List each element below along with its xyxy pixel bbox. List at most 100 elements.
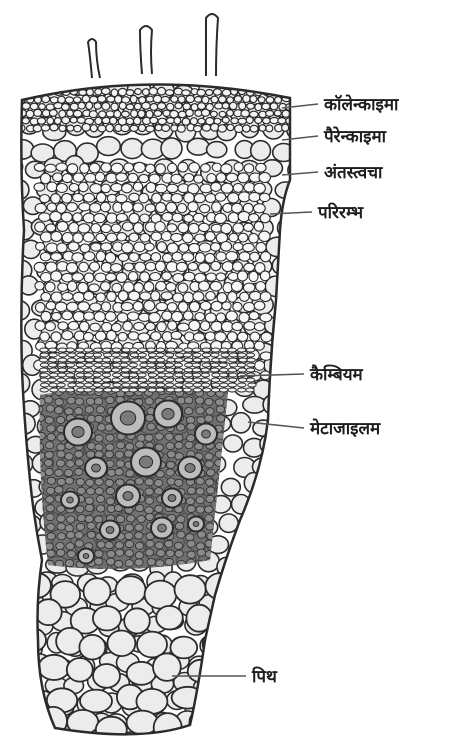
cell	[28, 736, 50, 751]
cell	[151, 253, 161, 262]
cell	[70, 117, 77, 123]
cell	[194, 97, 201, 103]
cell	[201, 358, 209, 362]
cell	[255, 117, 262, 123]
cell	[45, 417, 53, 424]
cell	[140, 214, 150, 223]
cell	[57, 221, 68, 231]
cell	[223, 435, 242, 452]
cell	[55, 407, 63, 414]
cell	[179, 244, 189, 253]
cell	[96, 495, 104, 502]
cell	[84, 312, 95, 320]
cell	[221, 353, 229, 357]
cell	[259, 173, 270, 183]
cell	[65, 525, 73, 532]
cell	[147, 348, 155, 352]
cell	[138, 333, 150, 341]
cell	[102, 373, 110, 377]
cell	[274, 575, 295, 591]
cell	[84, 193, 95, 202]
cell	[286, 715, 305, 731]
cell	[135, 89, 142, 95]
cell	[121, 125, 129, 132]
cell	[194, 126, 202, 132]
cell	[184, 214, 194, 222]
cell	[97, 424, 105, 431]
cell	[211, 243, 221, 251]
cell	[175, 575, 206, 603]
cell	[246, 117, 253, 124]
cell	[144, 282, 154, 292]
cell	[75, 468, 83, 475]
cell	[97, 137, 121, 156]
cell	[155, 505, 163, 512]
cell	[46, 505, 54, 512]
cell	[150, 104, 158, 111]
cell	[199, 281, 210, 291]
cell	[206, 479, 214, 486]
cell	[2, 158, 22, 176]
cell	[134, 117, 141, 124]
cell	[254, 183, 266, 193]
cell	[235, 125, 243, 133]
cell	[13, 117, 21, 124]
cell	[288, 556, 309, 576]
cell	[216, 406, 224, 413]
cell	[0, 201, 17, 217]
cell	[282, 278, 305, 295]
cell	[166, 550, 174, 557]
cell	[106, 498, 114, 505]
cell	[146, 513, 154, 520]
cell	[220, 383, 228, 387]
cell	[58, 358, 66, 362]
cell	[95, 117, 102, 124]
cell	[207, 174, 216, 183]
cell	[196, 397, 204, 404]
cell	[152, 193, 162, 203]
cell	[157, 242, 167, 252]
cell	[217, 415, 225, 422]
cell	[215, 213, 227, 223]
cell	[121, 388, 129, 392]
cell	[177, 531, 185, 538]
cell	[85, 497, 93, 504]
cell	[107, 469, 115, 476]
cell	[33, 125, 41, 132]
cell	[0, 360, 23, 378]
cell	[244, 322, 255, 331]
cell	[131, 110, 138, 118]
cell	[101, 224, 111, 232]
cell	[62, 174, 72, 183]
cell	[84, 388, 92, 392]
cell	[129, 213, 139, 223]
cell	[151, 332, 161, 341]
cell	[184, 272, 195, 281]
cell	[95, 368, 103, 372]
cell	[206, 408, 214, 415]
cell	[129, 233, 139, 241]
cell	[104, 353, 112, 357]
cell	[196, 478, 204, 485]
cell	[75, 540, 83, 547]
cell	[216, 252, 226, 261]
cell	[227, 110, 234, 116]
cell	[232, 203, 243, 213]
cell	[178, 96, 185, 103]
cell	[223, 593, 242, 613]
cell	[216, 273, 226, 281]
cell	[260, 292, 271, 302]
cell	[162, 213, 173, 222]
cell	[112, 378, 120, 382]
cell	[123, 321, 133, 331]
cell	[223, 283, 232, 293]
cell	[222, 302, 231, 310]
cell	[125, 560, 133, 567]
cell	[47, 434, 55, 441]
cell	[22, 515, 41, 533]
cell	[183, 311, 193, 320]
cell	[156, 202, 166, 212]
cell	[101, 243, 112, 251]
cell	[96, 717, 127, 743]
cell	[97, 541, 105, 548]
